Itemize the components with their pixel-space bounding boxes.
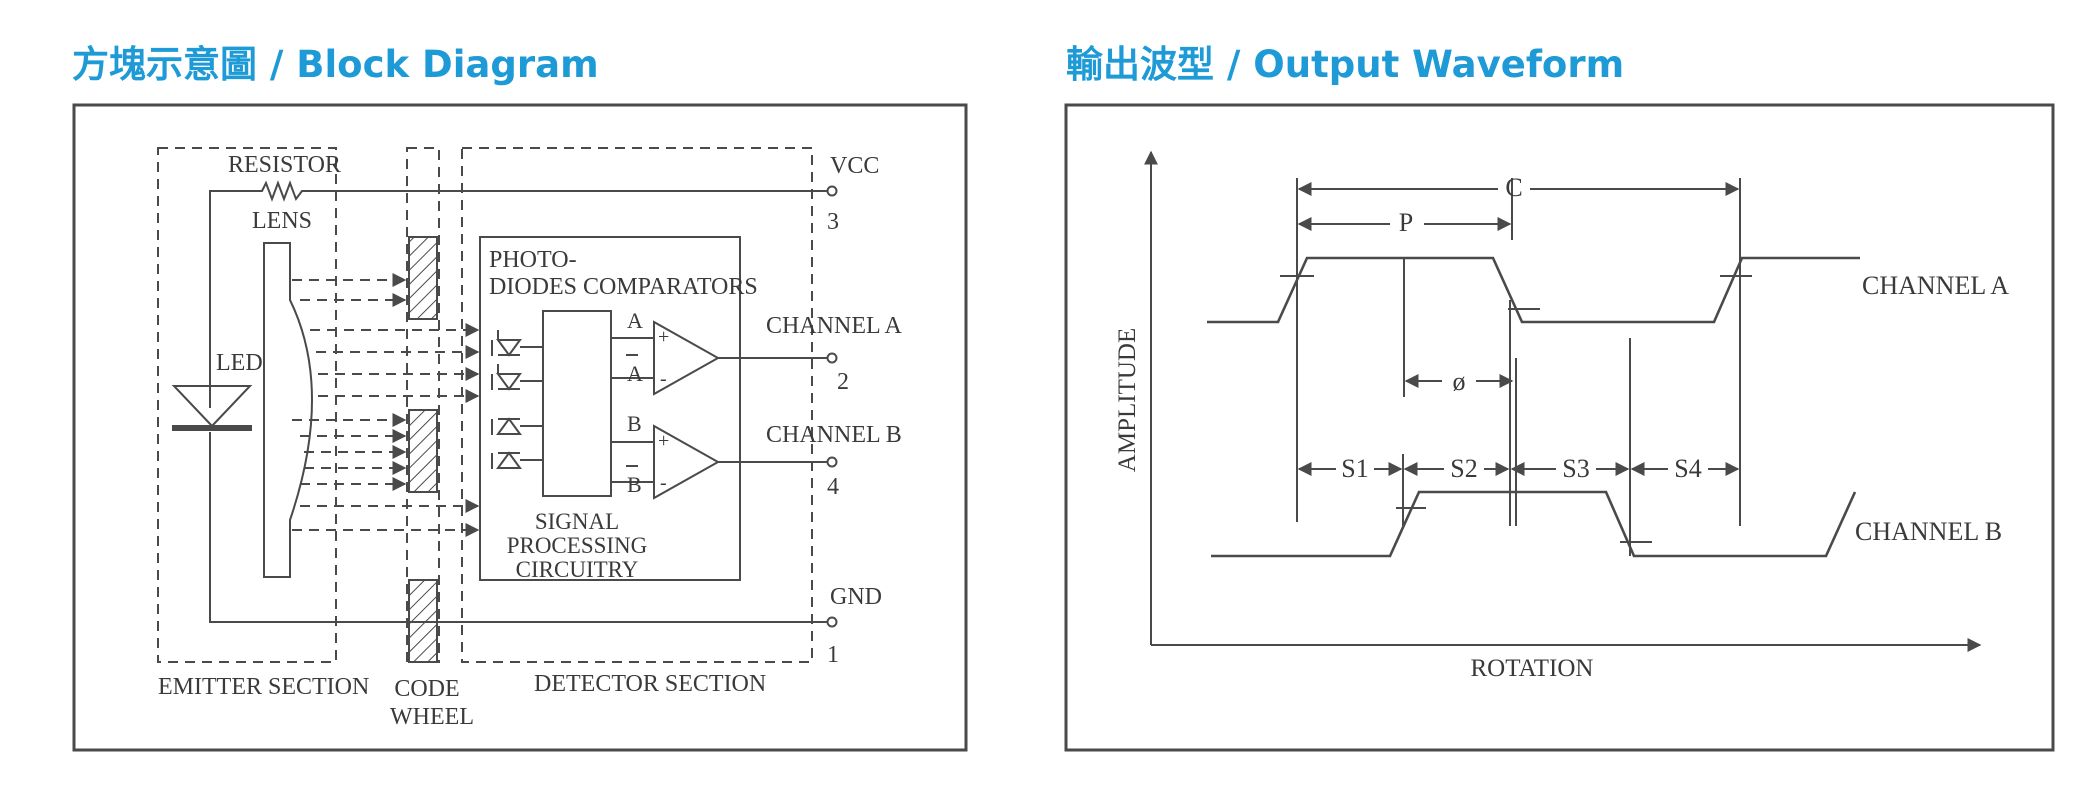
- comparator-a-plus: +: [658, 326, 669, 348]
- lens-shape: [263, 242, 313, 578]
- detector-section-box: [461, 147, 813, 663]
- c-dimension-label: C: [1505, 173, 1522, 202]
- pin-3-number: 3: [827, 209, 839, 235]
- pin-gnd-label: GND: [830, 584, 882, 610]
- vcc-wire: [209, 180, 838, 408]
- processing-label: PROCESSING: [507, 533, 648, 558]
- pin-4-number: 4: [827, 474, 839, 500]
- block-diagram: RESISTOR LENS LED PHOTO- DIODES COMPARAT…: [72, 103, 968, 752]
- channel-a-label: CHANNEL A: [1862, 271, 2009, 300]
- emitter-section-label: EMITTER SECTION: [158, 674, 369, 700]
- emitter-section-box: [157, 147, 337, 663]
- s3-label: S3: [1562, 454, 1589, 483]
- diodes-comparators-label: DIODES COMPARATORS: [489, 274, 758, 300]
- code-wheel-slot-1: [408, 236, 438, 320]
- x-axis-label: ROTATION: [1471, 655, 1594, 682]
- s4-label: S4: [1674, 454, 1701, 483]
- comparator-input-b: B: [627, 411, 642, 436]
- comparator-b-minus: -: [660, 472, 667, 494]
- code-label: CODE: [394, 676, 459, 702]
- pin-vcc-label: VCC: [830, 153, 879, 179]
- waveform-frame: [1064, 103, 2055, 752]
- block-diagram-frame: [72, 103, 968, 752]
- comparator-a-minus: -: [660, 368, 667, 390]
- detector-inner-box: [479, 236, 741, 581]
- comparator-input-a: A: [627, 308, 643, 333]
- crossing-ticks: [1280, 275, 1752, 543]
- led-symbol: [171, 385, 253, 431]
- output-waveform-heading: 輸出波型 / Output Waveform: [1066, 43, 1625, 86]
- gnd-wire: [209, 432, 838, 628]
- photodiodes: [491, 330, 543, 469]
- channel-a-waveform: [1207, 256, 1860, 324]
- photodiodes-label: PHOTO-: [489, 247, 577, 273]
- output-waveform: AMPLITUDE ROTATION C: [1064, 103, 2055, 752]
- led-label: LED: [216, 350, 263, 376]
- y-axis-label: AMPLITUDE: [1114, 328, 1141, 472]
- wheel-label: WHEEL: [390, 704, 474, 730]
- pin-channel-a-label: CHANNEL A: [766, 313, 902, 339]
- p-dimension-label: P: [1399, 208, 1413, 237]
- phi-label: ø: [1453, 367, 1466, 396]
- block-diagram-heading: 方塊示意圖 / Block Diagram: [72, 43, 599, 86]
- comparator-a: [611, 320, 838, 396]
- s2-label: S2: [1450, 454, 1477, 483]
- light-rays: [292, 273, 480, 537]
- detector-section-label: DETECTOR SECTION: [534, 671, 766, 697]
- comparator-b-plus: +: [658, 430, 669, 452]
- s1-label: S1: [1341, 454, 1368, 483]
- comparator-input-a-bar: A: [627, 361, 643, 386]
- circuitry-label: CIRCUITRY: [516, 557, 639, 582]
- channel-b-label: CHANNEL B: [1855, 517, 2002, 546]
- reference-lines: [1296, 178, 1741, 556]
- lens-label: LENS: [252, 208, 312, 234]
- pin-channel-b-label: CHANNEL B: [766, 422, 902, 448]
- pin-1-number: 1: [827, 642, 839, 668]
- comparator-b: [611, 424, 838, 500]
- signal-label: SIGNAL: [535, 509, 619, 534]
- pin-2-number: 2: [837, 369, 849, 395]
- code-wheel-slot-2: [408, 409, 438, 493]
- channel-b-waveform: [1211, 490, 1857, 558]
- resistor-label: RESISTOR: [228, 152, 341, 178]
- signal-processing-box: [542, 310, 612, 497]
- comparator-input-b-bar: B: [627, 472, 642, 497]
